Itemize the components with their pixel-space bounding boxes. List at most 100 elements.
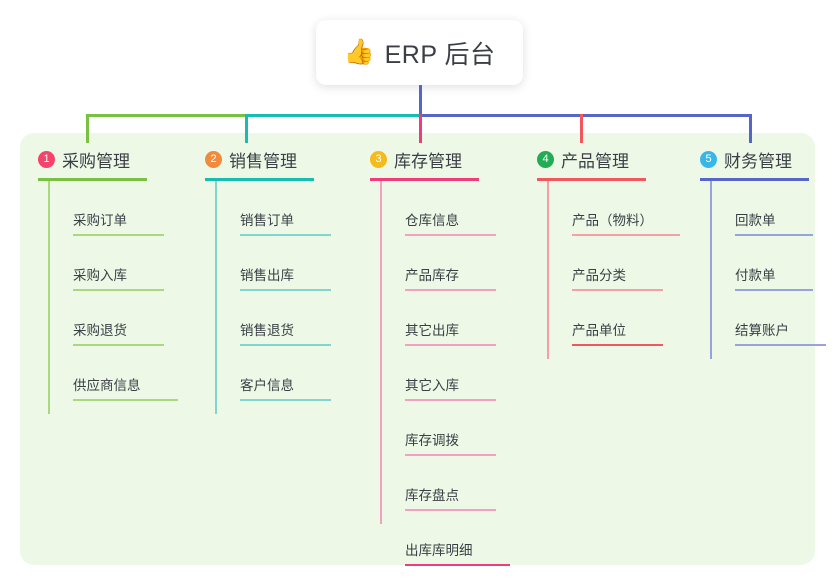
leaf-rule bbox=[73, 289, 164, 291]
leaf-item[interactable]: 销售订单 bbox=[215, 181, 331, 236]
leaf-item[interactable]: 客户信息 bbox=[215, 346, 331, 401]
leaf-item[interactable]: 付款单 bbox=[710, 236, 820, 291]
branch-title-1: 采购管理 bbox=[62, 151, 130, 171]
branch-column-5: 5 财务管理 回款单 付款单 结算账户 bbox=[700, 146, 826, 359]
leaf-item[interactable]: 回款单 bbox=[710, 181, 820, 236]
leaf-item[interactable]: 库存调拨 bbox=[380, 401, 500, 456]
leaf-rule bbox=[240, 344, 331, 346]
root-node[interactable]: 👍 ERP 后台 bbox=[316, 20, 523, 85]
root-title: ERP 后台 bbox=[384, 40, 496, 69]
branch-rule-1 bbox=[38, 178, 147, 181]
branch-rule-5 bbox=[700, 178, 809, 181]
branch-children-2: 销售订单 销售出库 销售退货 客户信息 bbox=[215, 181, 331, 414]
leaf-item[interactable]: 产品库存 bbox=[380, 236, 500, 291]
leaf-item[interactable]: 库存盘点 bbox=[380, 456, 500, 511]
bus-segment-right bbox=[419, 114, 751, 117]
leaf-label: 库存调拨 bbox=[405, 433, 459, 448]
leaf-item[interactable]: 产品分类 bbox=[547, 236, 677, 291]
leaf-rule bbox=[405, 454, 496, 456]
leaf-label: 销售出库 bbox=[240, 268, 294, 283]
branch-children-4: 产品（物料） 产品分类 产品单位 bbox=[547, 181, 680, 359]
branch-title-5: 财务管理 bbox=[724, 151, 792, 171]
leaf-rule bbox=[405, 509, 496, 511]
leaf-rule bbox=[73, 344, 164, 346]
stub-connector-1 bbox=[86, 114, 89, 143]
leaf-item[interactable]: 采购退货 bbox=[48, 291, 164, 346]
branch-trunk-3 bbox=[380, 181, 382, 524]
leaf-item[interactable]: 产品（物料） bbox=[547, 181, 680, 236]
leaf-rule bbox=[735, 234, 813, 236]
leaf-item[interactable]: 产品单位 bbox=[547, 291, 677, 346]
leaf-item[interactable]: 结算账户 bbox=[710, 291, 826, 346]
leaf-rule bbox=[73, 234, 164, 236]
leaf-label: 销售订单 bbox=[240, 213, 294, 228]
branch-badge-3: 3 bbox=[370, 150, 387, 168]
leaf-label: 回款单 bbox=[735, 213, 776, 228]
leaf-label: 库存盘点 bbox=[405, 488, 459, 503]
branch-badge-2: 2 bbox=[205, 150, 222, 168]
branch-children-1: 采购订单 采购入库 采购退货 供应商信息 bbox=[48, 181, 178, 414]
stub-connector-3 bbox=[419, 114, 422, 143]
branch-trunk-5 bbox=[710, 181, 712, 359]
leaf-rule bbox=[735, 289, 813, 291]
leaf-rule bbox=[405, 564, 510, 566]
leaf-label: 供应商信息 bbox=[73, 378, 141, 393]
leaf-rule bbox=[240, 289, 331, 291]
leaf-label: 产品分类 bbox=[572, 268, 626, 283]
leaf-label: 客户信息 bbox=[240, 378, 294, 393]
branch-header-2[interactable]: 2 销售管理 bbox=[205, 146, 325, 172]
leaf-item[interactable]: 销售退货 bbox=[215, 291, 331, 346]
branch-column-1: 1 采购管理 采购订单 采购入库 采购退货 供应商信息 bbox=[38, 146, 178, 414]
leaf-label: 销售退货 bbox=[240, 323, 294, 338]
leaf-rule bbox=[405, 399, 496, 401]
leaf-item[interactable]: 销售出库 bbox=[215, 236, 331, 291]
leaf-rule bbox=[405, 289, 496, 291]
leaf-item[interactable]: 供应商信息 bbox=[48, 346, 178, 401]
branch-title-2: 销售管理 bbox=[229, 151, 297, 171]
leaf-item[interactable]: 其它入库 bbox=[380, 346, 500, 401]
leaf-label: 采购退货 bbox=[73, 323, 127, 338]
branch-badge-4: 4 bbox=[537, 150, 554, 168]
stub-connector-2 bbox=[245, 114, 248, 143]
leaf-rule bbox=[73, 399, 178, 401]
branch-header-5[interactable]: 5 财务管理 bbox=[700, 146, 820, 172]
branch-badge-5: 5 bbox=[700, 150, 717, 168]
leaf-label: 结算账户 bbox=[735, 323, 789, 338]
branch-rule-3 bbox=[370, 178, 479, 181]
branch-rule-4 bbox=[537, 178, 646, 181]
branch-header-3[interactable]: 3 库存管理 bbox=[370, 146, 500, 172]
leaf-rule bbox=[240, 399, 331, 401]
leaf-label: 产品库存 bbox=[405, 268, 459, 283]
leaf-label: 产品（物料） bbox=[572, 213, 653, 228]
branch-header-1[interactable]: 1 采购管理 bbox=[38, 146, 158, 172]
branch-children-3: 仓库信息 产品库存 其它出库 其它入库 库存调拨 库存盘点 bbox=[380, 181, 510, 566]
leaf-label: 出库库明细 bbox=[405, 543, 473, 558]
leaf-label: 仓库信息 bbox=[405, 213, 459, 228]
leaf-label: 其它入库 bbox=[405, 378, 459, 393]
bus-segment-middle bbox=[246, 114, 421, 117]
leaf-rule bbox=[572, 234, 680, 236]
leaf-item[interactable]: 采购订单 bbox=[48, 181, 164, 236]
branch-title-4: 产品管理 bbox=[561, 151, 629, 171]
leaf-label: 付款单 bbox=[735, 268, 776, 283]
branch-column-4: 4 产品管理 产品（物料） 产品分类 产品单位 bbox=[537, 146, 680, 359]
branch-title-3: 库存管理 bbox=[394, 151, 462, 171]
leaf-item[interactable]: 出库库明细 bbox=[380, 511, 510, 566]
branch-rule-2 bbox=[205, 178, 314, 181]
root-stem-connector bbox=[419, 85, 422, 115]
branch-children-5: 回款单 付款单 结算账户 bbox=[710, 181, 826, 359]
branch-trunk-2 bbox=[215, 181, 217, 414]
leaf-rule bbox=[572, 289, 663, 291]
thumbs-up-icon: 👍 bbox=[343, 38, 375, 66]
branch-header-4[interactable]: 4 产品管理 bbox=[537, 146, 677, 172]
leaf-item[interactable]: 仓库信息 bbox=[380, 181, 500, 236]
stub-connector-4 bbox=[580, 114, 583, 143]
branch-badge-1: 1 bbox=[38, 150, 55, 168]
leaf-item[interactable]: 采购入库 bbox=[48, 236, 164, 291]
leaf-label: 采购入库 bbox=[73, 268, 127, 283]
leaf-rule bbox=[240, 234, 331, 236]
leaf-item[interactable]: 其它出库 bbox=[380, 291, 500, 346]
bus-segment-left bbox=[86, 114, 246, 117]
leaf-rule bbox=[572, 344, 663, 346]
